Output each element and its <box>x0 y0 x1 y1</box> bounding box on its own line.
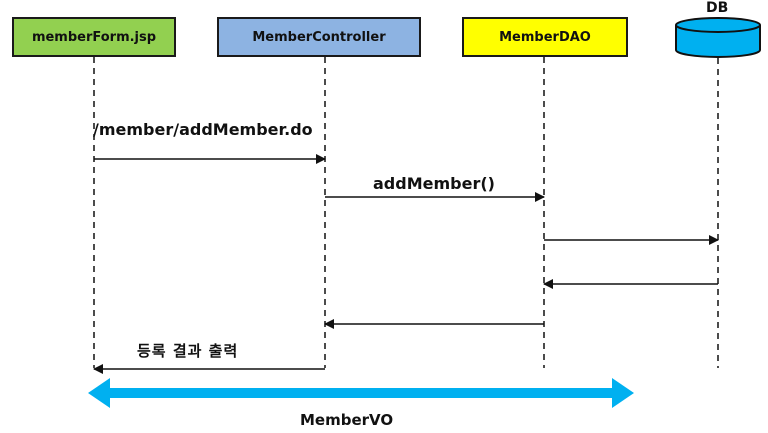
participant-label: MemberController <box>252 29 386 45</box>
transfer-object-label: MemberVO <box>300 411 394 429</box>
participant-member-controller: MemberController <box>217 17 421 57</box>
participant-member-dao: MemberDAO <box>462 17 628 57</box>
message-label-2: addMember() <box>373 174 495 193</box>
db-cylinder-icon <box>675 17 761 58</box>
participant-db-label: DB <box>706 0 729 16</box>
participant-label: MemberDAO <box>499 29 591 45</box>
membervo-double-arrow <box>88 378 634 408</box>
participant-label: memberForm.jsp <box>31 29 157 45</box>
message-label-6: 등록 결과 출력 <box>137 342 239 360</box>
participant-member-form: memberForm.jsp <box>12 17 176 57</box>
message-label-1: /member/addMember.do <box>93 120 313 139</box>
